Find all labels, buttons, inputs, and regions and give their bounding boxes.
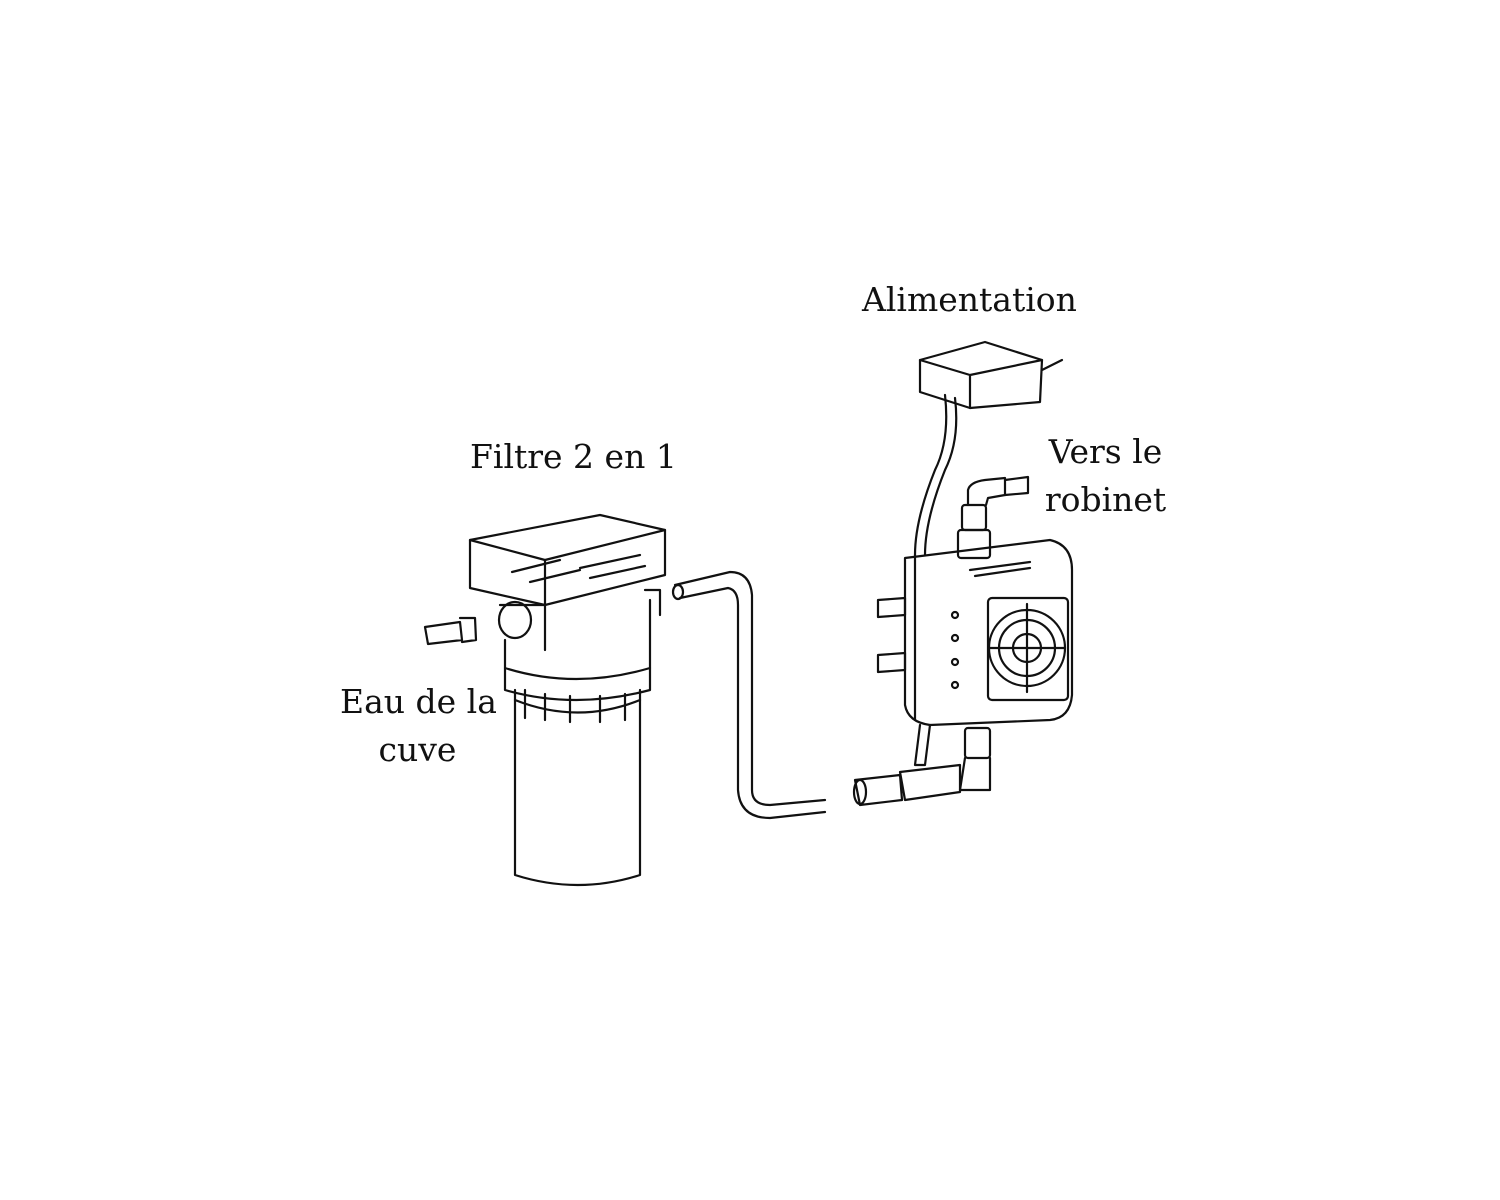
tank-water-label-line2: cuve: [378, 730, 457, 769]
tank-water-label-line1: Eau de la: [340, 682, 497, 721]
to-faucet-label: Vers le robinet: [1043, 428, 1168, 524]
filter-label: Filtre 2 en 1: [470, 437, 677, 476]
power-supply-label: Alimentation: [862, 280, 1077, 319]
power-supply-illustration: [913, 340, 1064, 557]
hose-illustration: [671, 570, 827, 820]
controller-unit-illustration: [852, 475, 1074, 807]
to-faucet-label-line1: Vers le: [1048, 432, 1163, 471]
to-faucet-label-line2: robinet: [1044, 480, 1167, 519]
tank-water-label: Eau de la cuve: [340, 678, 497, 774]
filter-illustration: [423, 513, 667, 887]
